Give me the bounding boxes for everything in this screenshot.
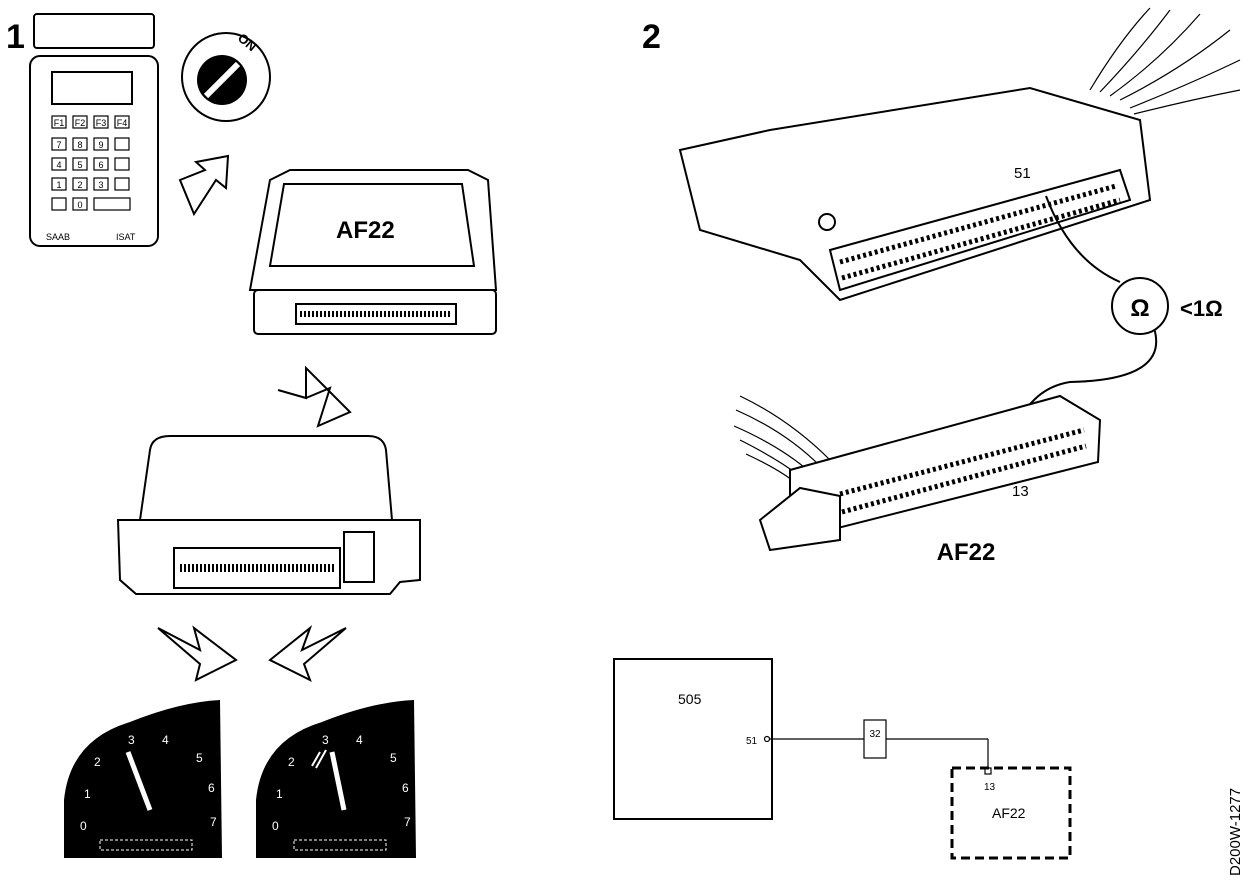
pin-51-label: 51 xyxy=(1014,165,1031,182)
connector-lower xyxy=(758,394,1102,552)
arrow-icon xyxy=(277,365,352,428)
tacho-3: 3 xyxy=(128,733,135,747)
tacho-7: 7 xyxy=(210,815,217,829)
tacho-4: 4 xyxy=(356,733,363,747)
tacho-0: 0 xyxy=(80,819,87,833)
tester-keypad xyxy=(51,115,131,211)
ignition-switch xyxy=(181,32,271,122)
resistance-spec: <1Ω xyxy=(1180,296,1223,321)
key-4: 4 xyxy=(56,160,61,170)
schematic-pin-51: 51 xyxy=(746,736,758,747)
isat-tester xyxy=(29,13,159,247)
key-9: 9 xyxy=(98,140,103,150)
key-5: 5 xyxy=(77,160,82,170)
step-number-2: 2 xyxy=(642,18,661,56)
schematic xyxy=(613,658,1072,860)
key-8: 8 xyxy=(77,140,82,150)
ecu-af22-top xyxy=(248,169,498,335)
tacho-3: 3 xyxy=(322,733,329,747)
tacho-1: 1 xyxy=(276,787,283,801)
ecu-label: AF22 xyxy=(336,217,395,244)
key-f1: F1 xyxy=(54,118,65,128)
key-f2: F2 xyxy=(75,118,86,128)
schematic-pin-13: 13 xyxy=(984,782,996,793)
figure-id: D200W-1277 xyxy=(1227,788,1244,876)
box-505-label: 505 xyxy=(678,691,702,707)
ecu-side-view xyxy=(116,435,421,595)
arrow-icon xyxy=(178,154,230,217)
arrow-icon xyxy=(268,624,347,683)
tacho-4: 4 xyxy=(162,733,169,747)
key-3: 3 xyxy=(98,180,103,190)
tacho-5: 5 xyxy=(196,751,203,765)
tacho-0: 0 xyxy=(272,819,279,833)
tester-brand: SAAB xyxy=(46,232,70,242)
tacho-6: 6 xyxy=(402,781,409,795)
tacho-scale-right: 0 1 2 3 4 5 6 7 xyxy=(272,733,411,833)
box-505 xyxy=(613,658,773,820)
tacho-6: 6 xyxy=(208,781,215,795)
key-6: 6 xyxy=(98,160,103,170)
pin-marker xyxy=(763,735,771,743)
ohmmeter-icon xyxy=(1111,277,1169,335)
key-f3: F3 xyxy=(96,118,107,128)
tachometer-right xyxy=(256,700,416,858)
arrow-icon xyxy=(157,625,238,682)
ohm-symbol: Ω xyxy=(1130,295,1149,322)
tacho-2: 2 xyxy=(94,755,101,769)
connector-32-label: 32 xyxy=(869,729,881,740)
pin-13-label: 13 xyxy=(1012,483,1029,500)
box-af22-label: AF22 xyxy=(992,805,1026,821)
connector-label: AF22 xyxy=(937,539,996,566)
step-number-1: 1 xyxy=(6,18,25,56)
tacho-2: 2 xyxy=(288,755,295,769)
connector-upper xyxy=(678,86,1152,302)
key-7: 7 xyxy=(56,140,61,150)
tacho-7: 7 xyxy=(404,815,411,829)
tacho-5: 5 xyxy=(390,751,397,765)
key-f4: F4 xyxy=(117,118,128,128)
key-1: 1 xyxy=(56,180,61,190)
tester-key-labels: F1 F2 F3 F4 7 8 9 4 5 6 1 2 3 0 xyxy=(54,118,128,210)
tacho-1: 1 xyxy=(84,787,91,801)
key-2: 2 xyxy=(77,180,82,190)
key-0: 0 xyxy=(77,200,82,210)
tester-model: ISAT xyxy=(116,232,136,242)
tacho-scale-left: 0 1 2 3 4 5 6 7 xyxy=(80,733,217,833)
wire-bundle-top xyxy=(1089,7,1241,115)
box-af22 xyxy=(950,766,1072,860)
tachometer-left xyxy=(64,700,222,858)
